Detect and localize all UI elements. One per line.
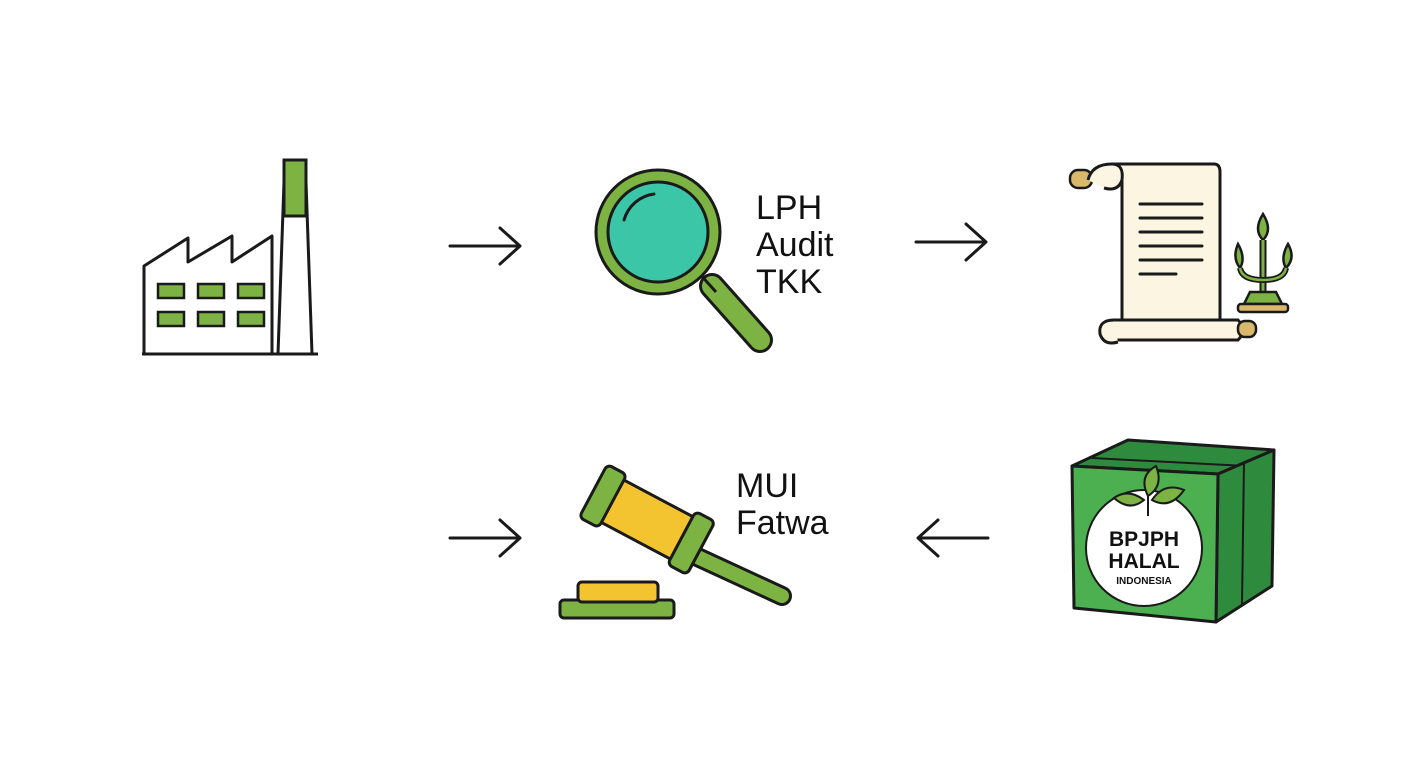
arrow-box-to-fatwa xyxy=(910,516,990,560)
factory-icon xyxy=(140,158,320,358)
audit-label: LPH Audit TKK xyxy=(756,190,834,301)
arrow-into-fatwa xyxy=(448,516,528,560)
seal-line-2: HALAL xyxy=(1108,550,1179,573)
arrow-factory-to-audit xyxy=(448,224,528,268)
seal-line-1: BPJPH xyxy=(1109,528,1179,551)
magnifying-glass-icon xyxy=(594,168,784,358)
halal-box-icon: BPJPH HALAL INDONESIA xyxy=(1068,436,1280,628)
audit-label-line-3: TKK xyxy=(756,263,823,301)
fatwa-label-line-1: MUI xyxy=(736,467,799,505)
trident-emblem-icon xyxy=(1228,211,1298,316)
arrow-audit-to-certificate xyxy=(914,220,994,264)
scroll-document-icon xyxy=(1068,160,1268,350)
fatwa-label: MUI Fatwa xyxy=(736,468,829,542)
gavel-icon xyxy=(556,462,796,624)
audit-label-line-2: Audit xyxy=(756,226,834,264)
audit-label-line-1: LPH xyxy=(756,189,823,227)
fatwa-label-line-2: Fatwa xyxy=(736,504,829,542)
seal-line-3: INDONESIA xyxy=(1116,576,1172,587)
